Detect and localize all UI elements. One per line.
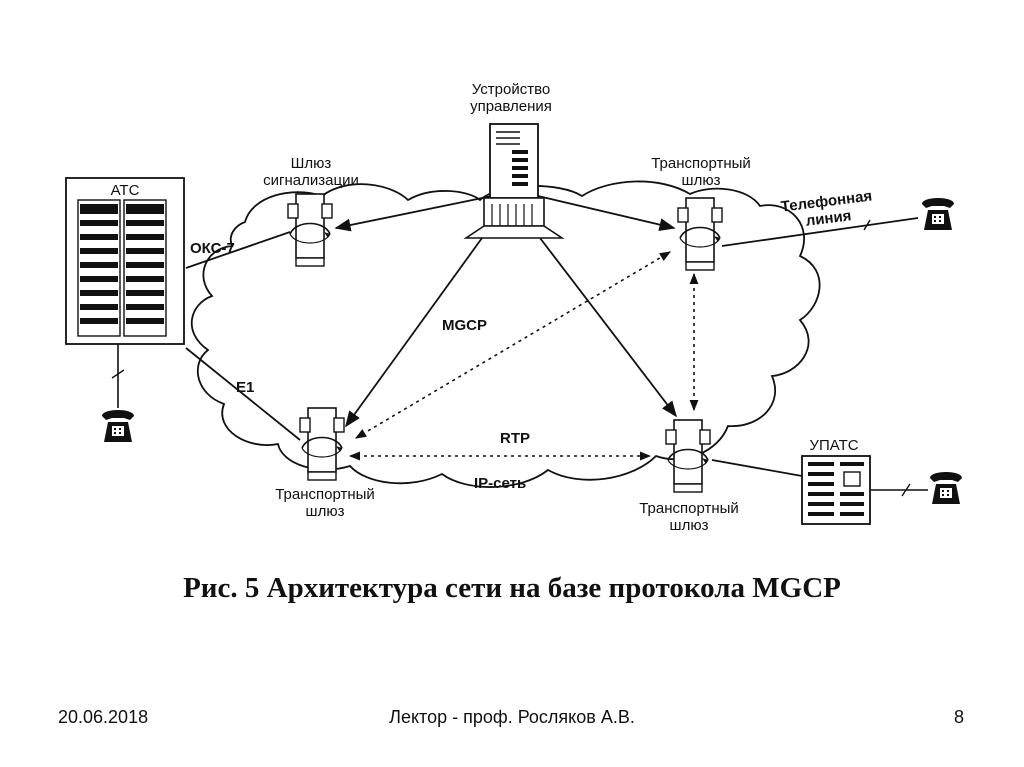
footer-page-number: 8 bbox=[953, 707, 964, 727]
control-device-label-1: Устройство bbox=[472, 81, 550, 98]
oks7-label: ОКС-7 bbox=[190, 240, 235, 257]
footer-lecturer: Лектор - проф. Росляков А.В. bbox=[389, 707, 635, 727]
rtp-label: RTP bbox=[500, 430, 530, 447]
upats-icon bbox=[801, 455, 871, 525]
mgcp-label: MGCP bbox=[442, 317, 487, 334]
mgcp-arrow-top-gateway bbox=[537, 195, 676, 231]
transport-gateway-right-label-2: шлюз bbox=[670, 517, 709, 534]
transport-gateway-right-label-1: Транспортный bbox=[639, 500, 739, 517]
ip-network-label: IP-сеть bbox=[474, 475, 526, 492]
ats-label: АТС bbox=[111, 182, 140, 199]
pbx-cabinet-icon bbox=[65, 177, 185, 345]
telephone-icon-line bbox=[922, 198, 954, 230]
rtp-arrow-diagonal bbox=[355, 251, 671, 439]
e1-label: E1 bbox=[236, 379, 254, 396]
network-diagram: Устройство управления Шлюз сигнализации … bbox=[65, 81, 962, 534]
footer-date: 20.06.2018 bbox=[58, 707, 149, 727]
transport-gateway-left-label-2: шлюз bbox=[306, 503, 345, 520]
control-device-label-2: управления bbox=[470, 98, 552, 115]
transport-gateway-left-label-1: Транспортный bbox=[275, 486, 375, 503]
telephone-icon-upats bbox=[930, 472, 962, 504]
upats-label: УПАТС bbox=[809, 437, 858, 454]
phone-line-label-2: линия bbox=[805, 207, 853, 229]
signaling-gateway-label-2: сигнализации bbox=[263, 172, 359, 189]
gw-upats-link bbox=[711, 459, 803, 477]
e1-link bbox=[185, 347, 301, 441]
server-icon bbox=[463, 123, 565, 239]
phone-line-link bbox=[721, 217, 919, 247]
transport-gateway-top-label-1: Транспортный bbox=[651, 155, 751, 172]
mgcp-arrow-signaling bbox=[334, 195, 493, 232]
figure-caption: Рис. 5 Архитектура сети на базе протокол… bbox=[183, 572, 841, 604]
transport-gateway-top-label-2: шлюз bbox=[682, 172, 721, 189]
telephone-icon-ats bbox=[102, 410, 134, 442]
oks7-link bbox=[185, 231, 291, 269]
signaling-gateway-label-1: Шлюз bbox=[291, 155, 332, 172]
